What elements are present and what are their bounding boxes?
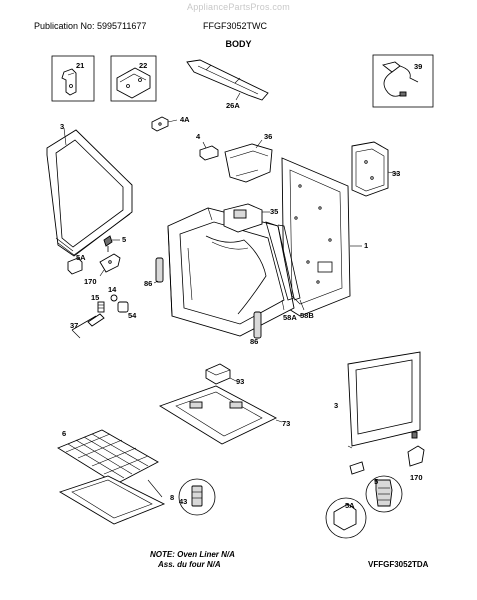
callout-21: 21 bbox=[76, 61, 84, 70]
part-3-door-frame-right[interactable] bbox=[347, 351, 421, 449]
publication-number: Publication No: 5995711677 bbox=[34, 21, 147, 31]
part-170-hinge-right[interactable] bbox=[407, 445, 425, 467]
callout-58a: 58A bbox=[283, 313, 297, 322]
callout-170-right: 170 bbox=[410, 473, 423, 482]
callout-15: 15 bbox=[91, 293, 99, 302]
part-3-door-frame-left[interactable] bbox=[46, 129, 133, 257]
callout-86-top: 86 bbox=[144, 279, 152, 288]
footnote-line-1: NOTE: Oven Liner N/A bbox=[150, 550, 235, 559]
callout-4a: 4A bbox=[180, 115, 190, 124]
part-4-bracket[interactable] bbox=[199, 145, 219, 161]
part-5-screw-right-circle[interactable] bbox=[365, 475, 403, 513]
callout-14: 14 bbox=[108, 285, 117, 294]
callout-22: 22 bbox=[139, 61, 147, 70]
part-54-valve[interactable] bbox=[117, 301, 129, 313]
part-5-screw-left[interactable] bbox=[103, 235, 113, 252]
callout-37: 37 bbox=[70, 321, 78, 330]
callout-4: 4 bbox=[196, 132, 201, 141]
callout-58b: 58B bbox=[300, 311, 314, 320]
diagram-code: VFFGF3052TDA bbox=[368, 560, 429, 569]
oven-body-cavity[interactable] bbox=[167, 207, 295, 337]
callout-35: 35 bbox=[270, 207, 278, 216]
part-37-igniter[interactable] bbox=[71, 313, 105, 339]
part-4a-clip[interactable] bbox=[151, 116, 169, 132]
callout-5-left: 5 bbox=[122, 235, 126, 244]
callout-3-right: 3 bbox=[334, 401, 338, 410]
footnote: NOTE: Oven Liner N/A Ass. du four N/A bbox=[150, 550, 235, 570]
callout-33: 33 bbox=[392, 169, 400, 178]
part-21-box[interactable] bbox=[51, 55, 95, 102]
callout-54: 54 bbox=[128, 311, 137, 320]
part-170-hinge-left[interactable] bbox=[99, 253, 121, 273]
callout-36: 36 bbox=[264, 132, 272, 141]
part-5a-bracket-right-circle[interactable] bbox=[325, 497, 367, 539]
part-clip-right[interactable] bbox=[349, 461, 365, 475]
part-15-spring[interactable] bbox=[97, 301, 105, 313]
callout-6: 6 bbox=[62, 429, 66, 438]
part-36-heat-shield[interactable] bbox=[224, 143, 273, 183]
callout-5-right: 5 bbox=[374, 477, 378, 486]
part-35-burner-box[interactable] bbox=[223, 203, 263, 233]
watermark: AppliancePartsPros.com bbox=[187, 2, 290, 12]
part-5a-bracket-left[interactable] bbox=[67, 257, 83, 275]
part-43-screw-circle[interactable] bbox=[178, 478, 216, 516]
callout-1: 1 bbox=[364, 241, 368, 250]
callout-170-left: 170 bbox=[84, 277, 97, 286]
callout-3-top: 3 bbox=[60, 122, 64, 131]
part-1-back-panel[interactable] bbox=[281, 157, 351, 317]
part-6-oven-rack[interactable] bbox=[57, 429, 159, 485]
callout-39: 39 bbox=[414, 62, 422, 71]
callout-26a: 26A bbox=[226, 101, 240, 110]
part-22-box[interactable] bbox=[110, 55, 157, 102]
section-title: BODY bbox=[225, 39, 252, 49]
footnote-line-2: Ass. du four N/A bbox=[158, 560, 221, 569]
part-8-broiler-pan[interactable] bbox=[58, 475, 166, 525]
part-39-box[interactable] bbox=[372, 54, 434, 108]
part-93-burner-cap[interactable] bbox=[205, 363, 231, 385]
callout-5a-left: 5A bbox=[76, 253, 86, 262]
part-5-screw-right-small[interactable] bbox=[411, 431, 418, 439]
callout-73: 73 bbox=[282, 419, 290, 428]
callout-8: 8 bbox=[170, 493, 174, 502]
callout-43: 43 bbox=[179, 497, 187, 506]
part-33-side-bracket[interactable] bbox=[351, 141, 389, 197]
callout-86-bottom: 86 bbox=[250, 337, 258, 346]
part-26a-bracket[interactable] bbox=[186, 59, 269, 101]
callout-93: 93 bbox=[236, 377, 244, 386]
part-86-tube-bottom[interactable] bbox=[253, 311, 262, 339]
callout-5a-right: 5A bbox=[345, 501, 355, 510]
part-14-orifice[interactable] bbox=[110, 294, 118, 302]
model-number: FFGF3052TWC bbox=[203, 21, 268, 31]
part-86-tube-top[interactable] bbox=[155, 257, 164, 283]
part-73-oven-bottom[interactable] bbox=[158, 385, 277, 445]
part-58-side-rails[interactable] bbox=[265, 221, 301, 301]
